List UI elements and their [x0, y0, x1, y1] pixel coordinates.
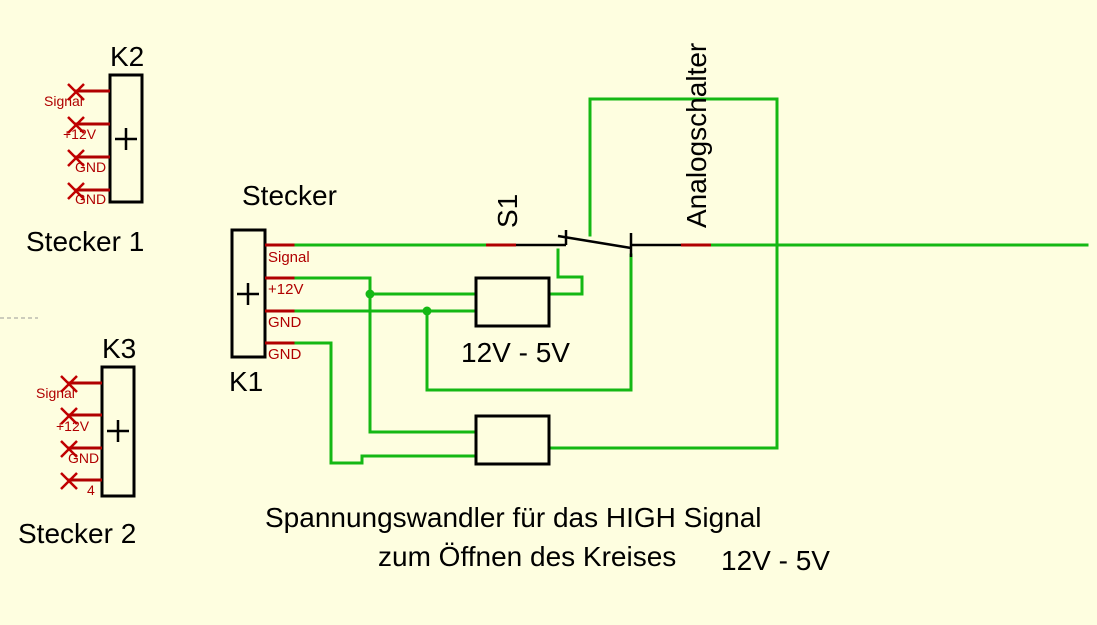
k3-pin-label-1: Signal	[36, 385, 75, 401]
converter-2[interactable]	[474, 414, 551, 466]
converter-1-value: 12V - 5V	[461, 337, 570, 368]
note-line-1: Spannungswandler für das HIGH Signal	[265, 502, 762, 533]
connector-k1-body	[230, 228, 267, 359]
connector-k3[interactable]: Signal +12V GND 4 K3 Stecker 2	[18, 333, 136, 549]
k3-caption: Stecker 2	[18, 518, 136, 549]
s1-blade	[557, 234, 632, 250]
k1-pin-label-4: GND	[268, 346, 302, 363]
k2-pin-label-3: GND	[75, 159, 106, 175]
k1-pin-label-1: Signal	[268, 249, 310, 266]
junction-dot	[365, 289, 375, 299]
k1-pin-label-3: GND	[268, 314, 302, 331]
k3-pin-label-2: +12V	[56, 418, 90, 434]
k3-pin-label-3: GND	[68, 450, 99, 466]
k3-ref-label: K3	[102, 333, 136, 364]
k2-ref-label: K2	[110, 41, 144, 72]
k1-caption: Stecker	[242, 180, 337, 211]
k2-caption: Stecker 1	[26, 226, 144, 257]
k2-pin-label-1: Signal	[44, 93, 83, 109]
connector-k3-body	[100, 365, 136, 498]
k1-ref-label: K1	[229, 366, 263, 397]
k3-pin-label-4: 4	[87, 482, 95, 498]
connector-k2[interactable]: Signal +12V GND GND K2 Stecker 1	[26, 41, 144, 257]
s1-ref-label: S1	[492, 194, 523, 228]
wire-gnd-conv2[interactable]	[294, 341, 478, 465]
connector-k1[interactable]: Signal +12V GND GND Stecker K1	[229, 180, 337, 397]
k2-pin-label-2: +12V	[63, 126, 97, 142]
converter-1-body	[474, 276, 551, 328]
wire-gnd-switch[interactable]	[425, 253, 633, 392]
wire-conv1-out[interactable]	[547, 248, 584, 296]
nets	[294, 97, 1089, 465]
k2-pin-label-4: GND	[75, 191, 106, 207]
s1-value-label: Analogschalter	[681, 43, 712, 228]
note-line-2: zum Öffnen des Kreises	[378, 541, 676, 572]
no-connect-icon	[67, 83, 85, 200]
wire-conv2-out[interactable]	[547, 97, 779, 450]
junction-dot	[422, 306, 432, 316]
switch-s1[interactable]: S1 Analogschalter	[486, 43, 712, 257]
k1-pin-label-2: +12V	[268, 281, 303, 298]
converter-1[interactable]: 12V - 5V	[461, 276, 570, 368]
note-line-2-value: 12V - 5V	[721, 545, 830, 576]
no-connect-icon	[60, 375, 78, 490]
connector-k2-body	[108, 73, 144, 204]
wire-12v[interactable]	[294, 276, 478, 434]
converter-2-body	[474, 414, 551, 466]
